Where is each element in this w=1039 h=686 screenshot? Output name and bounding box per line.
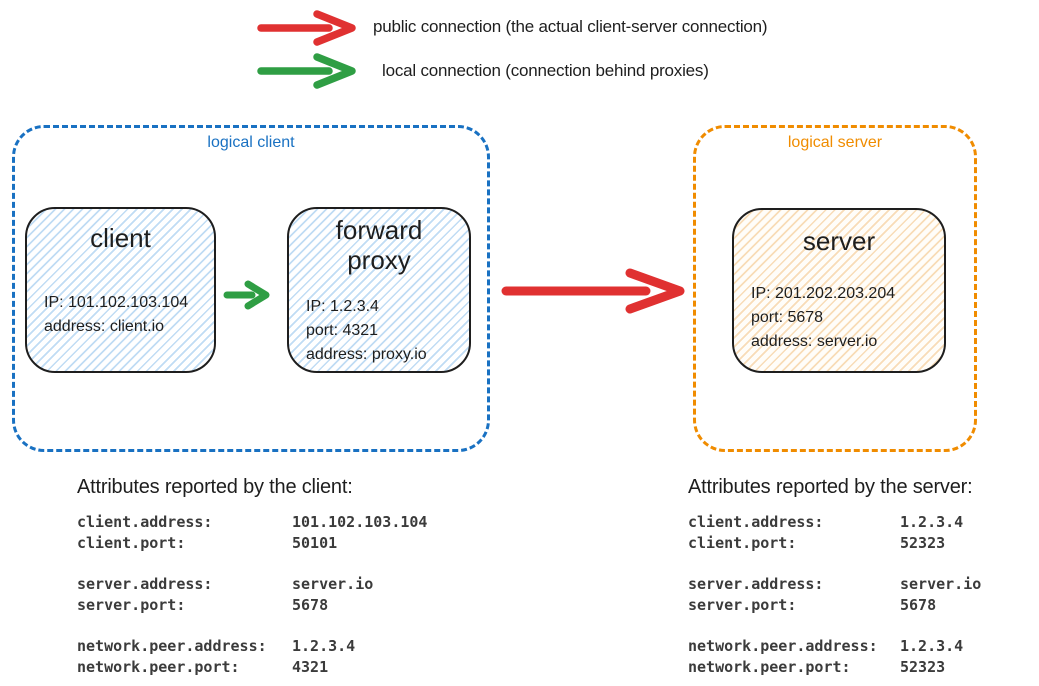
client-to-server-arrow-icon: [501, 268, 685, 314]
public-connection-legend-label: public connection (the actual client-ser…: [373, 17, 768, 36]
attribute-row: server.port: 5678: [77, 595, 497, 616]
attribute-value: server.io: [292, 575, 374, 593]
attribute-key: network.peer.address:: [77, 637, 267, 655]
client-report-peer-group: network.peer.address: 1.2.3.4 network.pe…: [77, 636, 497, 678]
forward-proxy-node: forward proxy IP: 1.2.3.4 port: 4321 add…: [287, 207, 471, 373]
attribute-row: client.address: 101.102.103.104: [77, 512, 497, 533]
forward-proxy-node-details: IP: 1.2.3.4 port: 4321 address: proxy.io: [306, 295, 463, 367]
attribute-value: 1.2.3.4: [900, 513, 964, 531]
attribute-row: network.peer.port: 52323: [688, 657, 1039, 678]
attribute-value: 101.102.103.104: [292, 513, 428, 531]
proxy-port-line: port: 4321: [306, 322, 379, 339]
server-node-details: IP: 201.202.203.204 port: 5678 address: …: [751, 282, 938, 354]
attribute-row: server.address: server.io: [688, 574, 1039, 595]
public-connection-arrow-icon: [257, 10, 356, 46]
attribute-value: 5678: [292, 596, 329, 614]
local-connection-arrow-icon: [257, 53, 356, 89]
server-node: server IP: 201.202.203.204 port: 5678 ad…: [732, 208, 946, 373]
attribute-value: 4321: [292, 658, 329, 676]
server-port-line: port: 5678: [751, 309, 824, 326]
client-report-server-group: server.address: server.io server.port: 5…: [77, 574, 497, 616]
attribute-key: network.peer.address:: [688, 637, 878, 655]
attribute-row: network.peer.address: 1.2.3.4: [77, 636, 497, 657]
client-address-line: address: client.io: [44, 318, 165, 335]
attribute-key: client.port:: [77, 534, 186, 552]
client-report-client-group: client.address: 101.102.103.104 client.p…: [77, 512, 497, 554]
client-ip-line: IP: 101.102.103.104: [44, 294, 189, 311]
attribute-row: client.port: 50101: [77, 533, 497, 554]
attribute-key: client.address:: [688, 513, 824, 531]
client-node: client IP: 101.102.103.104 address: clie…: [25, 207, 216, 373]
server-address-line: address: server.io: [751, 333, 878, 350]
proxy-ip-line: IP: 1.2.3.4: [306, 298, 379, 315]
server-report-peer-group: network.peer.address: 1.2.3.4 network.pe…: [688, 636, 1039, 678]
attribute-key: server.port:: [688, 596, 797, 614]
attribute-key: client.address:: [77, 513, 213, 531]
attribute-row: network.peer.port: 4321: [77, 657, 497, 678]
client-node-details: IP: 101.102.103.104 address: client.io: [44, 291, 208, 339]
client-report-heading: Attributes reported by the client:: [77, 476, 353, 498]
server-ip-line: IP: 201.202.203.204: [751, 285, 896, 302]
attribute-row: client.port: 52323: [688, 533, 1039, 554]
server-report-server-group: server.address: server.io server.port: 5…: [688, 574, 1039, 616]
server-report-client-group: client.address: 1.2.3.4 client.port: 523…: [688, 512, 1039, 554]
attribute-row: client.address: 1.2.3.4: [688, 512, 1039, 533]
attribute-key: server.address:: [77, 575, 213, 593]
server-attributes-report: Attributes reported by the server: clien…: [688, 476, 1039, 678]
attribute-row: server.port: 5678: [688, 595, 1039, 616]
attribute-key: server.address:: [688, 575, 824, 593]
logical-server-label: logical server: [787, 134, 883, 151]
attribute-key: client.port:: [688, 534, 797, 552]
logical-server-group-box: logical server: [693, 125, 977, 452]
attribute-key: server.port:: [77, 596, 186, 614]
attribute-key: network.peer.port:: [688, 658, 851, 676]
client-attributes-report: Attributes reported by the client: clien…: [77, 476, 497, 678]
client-node-title: client: [90, 223, 151, 253]
attribute-row: server.address: server.io: [77, 574, 497, 595]
attribute-value: 5678: [900, 596, 937, 614]
server-report-heading: Attributes reported by the server:: [688, 476, 973, 498]
attribute-value: server.io: [900, 575, 982, 593]
attribute-value: 1.2.3.4: [292, 637, 356, 655]
attribute-key: network.peer.port:: [77, 658, 240, 676]
attribute-value: 50101: [292, 534, 338, 552]
server-node-title: server: [802, 226, 876, 256]
attribute-value: 1.2.3.4: [900, 637, 964, 655]
logical-client-group-box: logical client: [12, 125, 490, 452]
local-connection-legend-label: local connection (connection behind prox…: [382, 61, 709, 80]
forward-proxy-node-title: forward proxy: [335, 215, 423, 275]
attribute-value: 52323: [900, 658, 946, 676]
proxy-address-line: address: proxy.io: [306, 346, 427, 363]
client-to-proxy-arrow-icon: [223, 280, 270, 310]
attribute-value: 52323: [900, 534, 946, 552]
attribute-row: network.peer.address: 1.2.3.4: [688, 636, 1039, 657]
logical-client-label: logical client: [207, 134, 295, 151]
